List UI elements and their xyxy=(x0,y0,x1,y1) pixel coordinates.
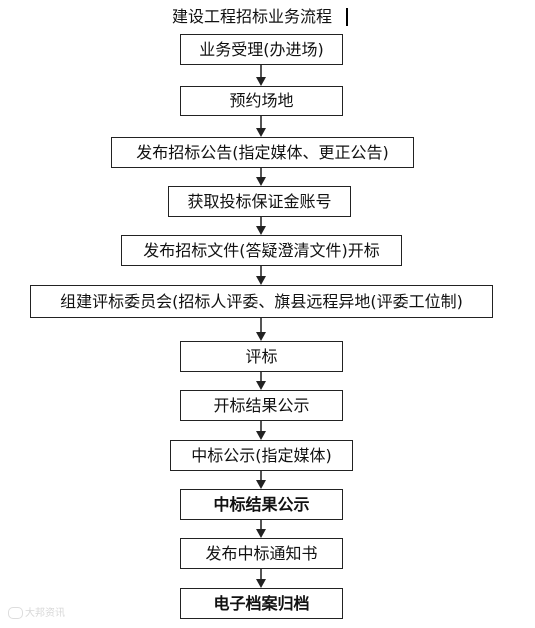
step-label: 开标结果公示 xyxy=(213,395,310,415)
step-opening-result-publicity: 开标结果公示 xyxy=(180,390,343,421)
step-label: 中标结果公示 xyxy=(213,494,310,514)
flowchart-title: 建设工程招标业务流程 xyxy=(172,7,333,26)
arrow-down-icon xyxy=(256,128,266,137)
arrow-down-icon xyxy=(256,431,266,440)
step-electronic-archiving: 电子档案归档 xyxy=(180,588,343,619)
step-label: 发布中标通知书 xyxy=(205,543,318,563)
step-label: 发布招标文件(答疑澄清文件)开标 xyxy=(143,240,380,260)
arrow-down-icon xyxy=(256,77,266,86)
step-issue-award-notice: 发布中标通知书 xyxy=(180,538,343,569)
arrow-down-icon xyxy=(256,579,266,588)
step-form-evaluation-committee: 组建评标委员会(招标人评委、旗县远程异地(评委工位制) xyxy=(30,285,493,318)
arrow-down-icon xyxy=(256,276,266,285)
step-label: 业务受理(办进场) xyxy=(199,39,324,59)
connector-line xyxy=(260,168,262,177)
step-label: 预约场地 xyxy=(229,91,294,110)
arrow-down-icon xyxy=(256,529,266,538)
connector-line xyxy=(260,569,262,579)
step-winning-bid-publicity: 中标公示(指定媒体) xyxy=(170,440,353,471)
step-reserve-venue: 预约场地 xyxy=(180,86,343,116)
connector-line xyxy=(260,318,262,332)
arrow-down-icon xyxy=(256,226,266,235)
connector-line xyxy=(260,217,262,226)
arrow-down-icon xyxy=(256,332,266,341)
connector-line xyxy=(260,266,262,276)
arrow-down-icon xyxy=(256,177,266,186)
watermark: 大邦资讯 xyxy=(8,607,65,620)
watermark-logo-icon xyxy=(8,607,23,619)
step-label: 组建评标委员会(招标人评委、旗县远程异地(评委工位制) xyxy=(60,291,463,311)
step-label: 评标 xyxy=(245,346,278,366)
step-publish-tender-notice: 发布招标公告(指定媒体、更正公告) xyxy=(111,137,414,168)
step-get-bid-bond-account: 获取投标保证金账号 xyxy=(168,186,351,217)
connector-line xyxy=(260,116,262,128)
connector-line xyxy=(260,372,262,381)
step-bid-evaluation: 评标 xyxy=(180,341,343,372)
watermark-text: 大邦资讯 xyxy=(25,608,65,619)
text-cursor xyxy=(346,8,348,26)
step-winning-result-publicity: 中标结果公示 xyxy=(180,489,343,520)
connector-line xyxy=(260,520,262,529)
connector-line xyxy=(260,471,262,480)
step-label: 发布招标公告(指定媒体、更正公告) xyxy=(136,142,389,162)
arrow-down-icon xyxy=(256,381,266,390)
connector-line xyxy=(260,421,262,431)
step-publish-tender-documents: 发布招标文件(答疑澄清文件)开标 xyxy=(121,235,402,266)
connector-line xyxy=(260,65,262,77)
step-label: 电子档案归档 xyxy=(213,593,310,613)
step-label: 中标公示(指定媒体) xyxy=(191,445,332,465)
arrow-down-icon xyxy=(256,480,266,489)
step-business-acceptance: 业务受理(办进场) xyxy=(180,34,343,65)
step-label: 获取投标保证金账号 xyxy=(187,191,332,211)
